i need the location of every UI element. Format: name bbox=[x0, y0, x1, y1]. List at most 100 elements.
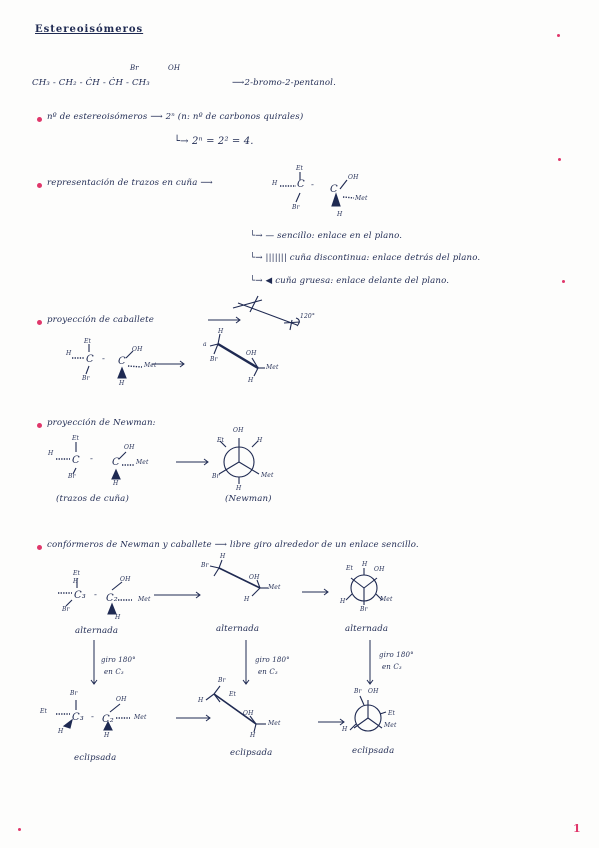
label-oh: OH bbox=[243, 710, 254, 717]
label-oh: OH bbox=[124, 444, 135, 451]
label-c: C bbox=[297, 179, 305, 190]
label-br: Br bbox=[82, 375, 90, 382]
label-met: Met bbox=[380, 596, 393, 603]
label-h: H bbox=[198, 697, 204, 704]
corner-mark bbox=[18, 828, 21, 831]
label-br: Br bbox=[62, 606, 70, 613]
label-c: C₃ bbox=[72, 712, 84, 723]
label-h: H bbox=[250, 732, 256, 739]
label-h: H bbox=[236, 485, 242, 492]
formula-name: ⟶2-bromo-2-pentanol. bbox=[232, 78, 336, 88]
formula-chain: CH₃ - CH₂ - ĊH - ĊH - CH₃ bbox=[32, 78, 150, 88]
label-c: C bbox=[118, 356, 126, 367]
label-et: Et bbox=[346, 565, 354, 572]
label-et: Et bbox=[388, 710, 396, 717]
conformers-line: confórmeros de Newman y caballete ⟶ libr… bbox=[47, 540, 419, 550]
label-h: H bbox=[113, 480, 119, 487]
label-h: H bbox=[340, 598, 346, 605]
label-et: Et bbox=[217, 437, 225, 444]
label-h: H bbox=[248, 377, 254, 384]
label-c: C bbox=[330, 184, 338, 195]
label-br: Br bbox=[354, 688, 362, 695]
bullet bbox=[37, 117, 42, 122]
label-c: C₂ bbox=[102, 714, 114, 725]
bullet bbox=[37, 423, 42, 428]
label-h: H bbox=[272, 180, 278, 187]
label-oh: OH bbox=[132, 346, 143, 353]
label-c: C₃ bbox=[74, 590, 86, 601]
label-oh: OH bbox=[348, 174, 359, 181]
label-oh: OH bbox=[120, 576, 131, 583]
rotation-label: giro 180° bbox=[255, 656, 290, 664]
label-h: H bbox=[257, 437, 263, 444]
label-et: Et bbox=[40, 708, 48, 715]
margin-dot bbox=[558, 158, 561, 161]
label-h: H bbox=[119, 380, 125, 387]
rotation-label: giro 180° bbox=[101, 656, 136, 664]
label-oh: OH bbox=[374, 566, 385, 573]
label-c: C bbox=[72, 455, 80, 466]
caption-staggered-2: alternada bbox=[216, 624, 260, 634]
caption-eclipsed-3: eclipsada bbox=[352, 746, 395, 756]
label-met: Met bbox=[266, 364, 279, 371]
label-et: Et bbox=[229, 691, 237, 698]
bond-dash: - bbox=[311, 180, 315, 190]
bond-dash: - bbox=[91, 712, 95, 722]
label-oh: OH bbox=[249, 574, 260, 581]
label-h: H bbox=[115, 614, 121, 621]
rotation-label: en C₃ bbox=[382, 663, 402, 671]
count-calc: └→ 2ⁿ = 2² = 4. bbox=[174, 136, 254, 147]
label-h: H bbox=[337, 211, 343, 218]
rotation-label: giro 180° bbox=[379, 651, 414, 659]
margin-dot bbox=[562, 280, 565, 283]
caption-staggered-1: alternada bbox=[75, 626, 119, 636]
label-br: Br bbox=[210, 356, 218, 363]
label-c: C₂ bbox=[106, 593, 118, 604]
label-oh: OH bbox=[368, 688, 379, 695]
legend-bold: └→ ◀ cuña gruesa: enlace delante del pla… bbox=[250, 276, 450, 286]
bullet bbox=[37, 545, 42, 550]
label-et: Et bbox=[72, 435, 80, 442]
page-title: Estereoisómeros bbox=[35, 24, 144, 35]
page-number: 1 bbox=[573, 822, 581, 835]
label-met: Met bbox=[384, 722, 397, 729]
label-h: H bbox=[342, 726, 348, 733]
label-br: Br bbox=[360, 606, 368, 613]
label-h: H bbox=[73, 578, 79, 585]
label-oh: OH bbox=[116, 696, 127, 703]
label-h: H bbox=[244, 596, 250, 603]
label-a: a bbox=[203, 341, 207, 348]
label-et: Et bbox=[296, 165, 304, 172]
label-c: C bbox=[112, 457, 120, 468]
bullet bbox=[37, 320, 42, 325]
label-h: H bbox=[48, 450, 54, 457]
label-h: H bbox=[66, 350, 72, 357]
label-et: Et bbox=[84, 338, 92, 345]
label-met: Met bbox=[261, 472, 274, 479]
label-h: H bbox=[362, 561, 368, 568]
caption-staggered-3: alternada bbox=[345, 624, 389, 634]
label-et: Et bbox=[73, 570, 81, 577]
rotation-label: en C₃ bbox=[104, 668, 124, 676]
label-br: Br bbox=[292, 204, 300, 211]
label-br: Br bbox=[218, 677, 226, 684]
label-met: Met bbox=[138, 596, 151, 603]
label-h: H bbox=[58, 728, 64, 735]
label-h: H bbox=[104, 732, 110, 739]
label-met: Met bbox=[268, 720, 281, 727]
label-br: Br bbox=[68, 473, 76, 480]
label-br: Br bbox=[70, 690, 78, 697]
label-met: Met bbox=[134, 714, 147, 721]
rotation-label: en C₃ bbox=[258, 668, 278, 676]
label-oh: OH bbox=[246, 350, 257, 357]
caption-wedge: (trazos de cuña) bbox=[56, 494, 129, 504]
label-met: Met bbox=[144, 362, 157, 369]
label-met: Met bbox=[268, 584, 281, 591]
label-h: H bbox=[218, 328, 224, 335]
label-met: Met bbox=[136, 459, 149, 466]
